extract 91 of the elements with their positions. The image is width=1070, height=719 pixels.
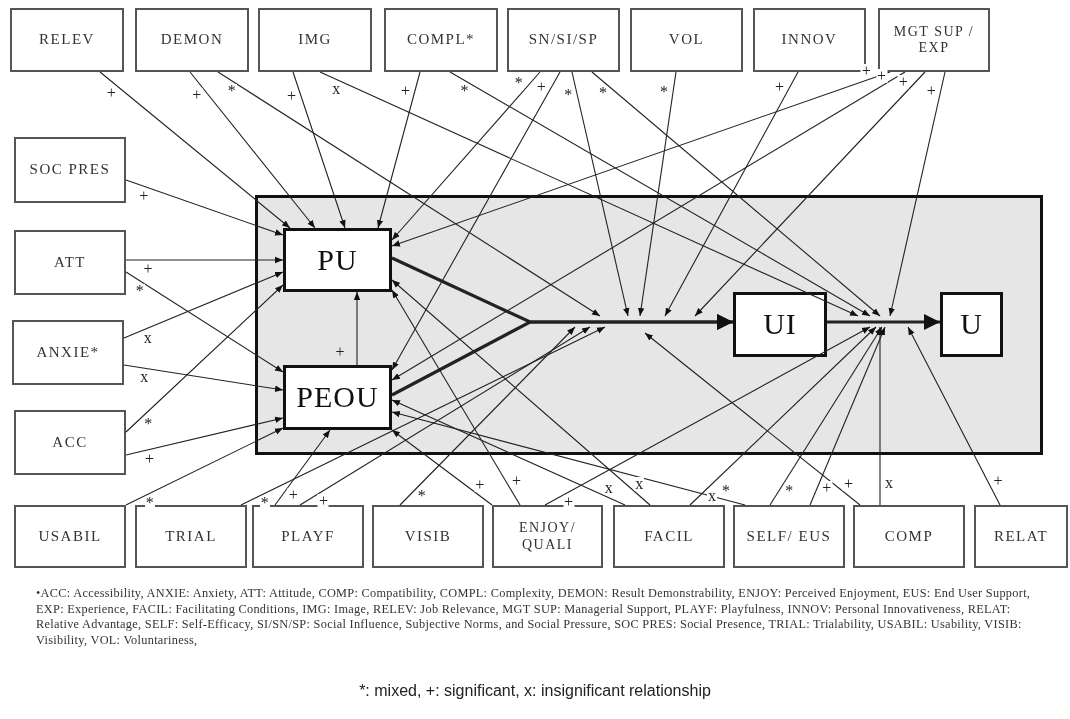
arrow (644, 332, 861, 506)
arrow (391, 71, 561, 371)
arrow (638, 71, 677, 317)
construct-box: UI (733, 292, 827, 357)
arrow (319, 71, 859, 317)
edge-label: + (474, 477, 486, 492)
edge-label: + (143, 451, 155, 466)
construct-box: IMG (258, 8, 372, 72)
arrow (391, 429, 493, 506)
caption: *: mixed, +: significant, x: insignificant relationship (358, 682, 712, 700)
construct-box: PU (283, 228, 392, 292)
arrow (591, 71, 881, 317)
arrow (571, 71, 630, 317)
edge-label: + (105, 85, 117, 100)
arrow (274, 429, 331, 506)
arrow (217, 71, 601, 317)
arrow (123, 364, 284, 392)
edge-label: + (400, 83, 412, 98)
arrow (353, 291, 361, 366)
arrow (123, 271, 284, 339)
arrow (391, 71, 891, 247)
edge-label: + (897, 74, 909, 89)
arrow (694, 71, 926, 317)
arrow (809, 326, 886, 506)
construct-box: VOL (630, 8, 743, 72)
edge-label: + (563, 495, 575, 510)
edge-label: + (285, 88, 297, 103)
arrow (664, 71, 799, 317)
arrow (99, 71, 291, 229)
arrow (125, 416, 284, 456)
arrow (391, 279, 651, 506)
model-panel (255, 195, 1043, 455)
edge-label: * (513, 75, 524, 90)
arrow (391, 314, 733, 397)
arrow (292, 71, 346, 229)
construct-box: TRIAL (135, 505, 247, 568)
construct-box: COMPL* (384, 8, 498, 72)
arrow (391, 289, 521, 506)
construct-box: DEMON (135, 8, 249, 72)
arrow (827, 314, 940, 330)
arrow (377, 71, 421, 229)
arrow (449, 71, 871, 317)
construct-box: RELAT (974, 505, 1068, 568)
construct-box: SOC PRES (14, 137, 126, 203)
construct-box: USABIL (14, 505, 126, 568)
arrow (544, 326, 871, 506)
arrow (399, 326, 576, 506)
construct-box: ENJOY/ QUALI (492, 505, 603, 568)
arrow (125, 179, 284, 236)
construct-box: SELF/ EUS (733, 505, 845, 568)
arrow (189, 71, 316, 229)
arrow (391, 71, 541, 241)
construct-box: VISIB (372, 505, 484, 568)
edge-label: + (142, 262, 154, 276)
arrow (888, 71, 946, 317)
edge-label: x (634, 476, 645, 491)
edge-label: + (842, 477, 854, 492)
arrow (769, 326, 883, 506)
construct-box: U (940, 292, 1003, 357)
arrow (391, 399, 626, 506)
construct-box: COMP (853, 505, 965, 568)
arrow (125, 271, 284, 373)
arrow (125, 256, 284, 264)
arrow (125, 284, 284, 433)
abbreviation-note: •ACC: Accessibility, ANXIE: Anxiety, ATT: Attitude, COMP: Compatibility, COMPL: Complexity, DEMON: Result Demonstrability, ENJOY: Perceived Enjoyment, EUS: End User Support, EXP: Experience, FACIL: Facilitating Conditions, IMG: Image, RELEV: Job Relevance, MGT SUP: Managerial Support, PLAYF: Playfulness, INNOV: Personal Innovativeness, RELAT: Relative Advantage, SELF: Self-Efficacy, SI/SN/SP: Social Influence, Subjective Norms, and Social Pressure, SOC PRES: Social Presence, TRIAL: Trialability, USABIL: Usability, VISIB: Visibility, VOL: Voluntariness, (36, 586, 1032, 648)
construct-box: INNOV (753, 8, 866, 72)
construct-box: ATT (14, 230, 126, 295)
arrow (299, 326, 591, 506)
construct-box: SN/SI/SP (507, 8, 620, 72)
construct-box: MGT SUP / EXP (878, 8, 990, 72)
arrow (907, 326, 1001, 506)
construct-box: FACIL (613, 505, 725, 568)
construct-box: PEOU (283, 365, 392, 430)
construct-box: PLAYF (252, 505, 364, 568)
construct-box: ACC (14, 410, 126, 475)
edge-label: + (138, 188, 150, 203)
edge-label: + (535, 79, 547, 94)
edge-label: x (707, 489, 718, 504)
edge-label: + (191, 87, 203, 102)
edge-label: + (774, 80, 786, 94)
edge-label: + (334, 345, 346, 359)
edge-label: + (860, 63, 872, 78)
construct-box: RELEV (10, 8, 124, 72)
arrow (125, 427, 284, 506)
arrow (391, 410, 746, 506)
arrow (391, 71, 906, 381)
arrow (876, 326, 884, 506)
edge-label: + (317, 494, 329, 509)
construct-box: ANXIE* (12, 320, 124, 385)
arrow (240, 326, 606, 506)
arrow (689, 326, 877, 506)
